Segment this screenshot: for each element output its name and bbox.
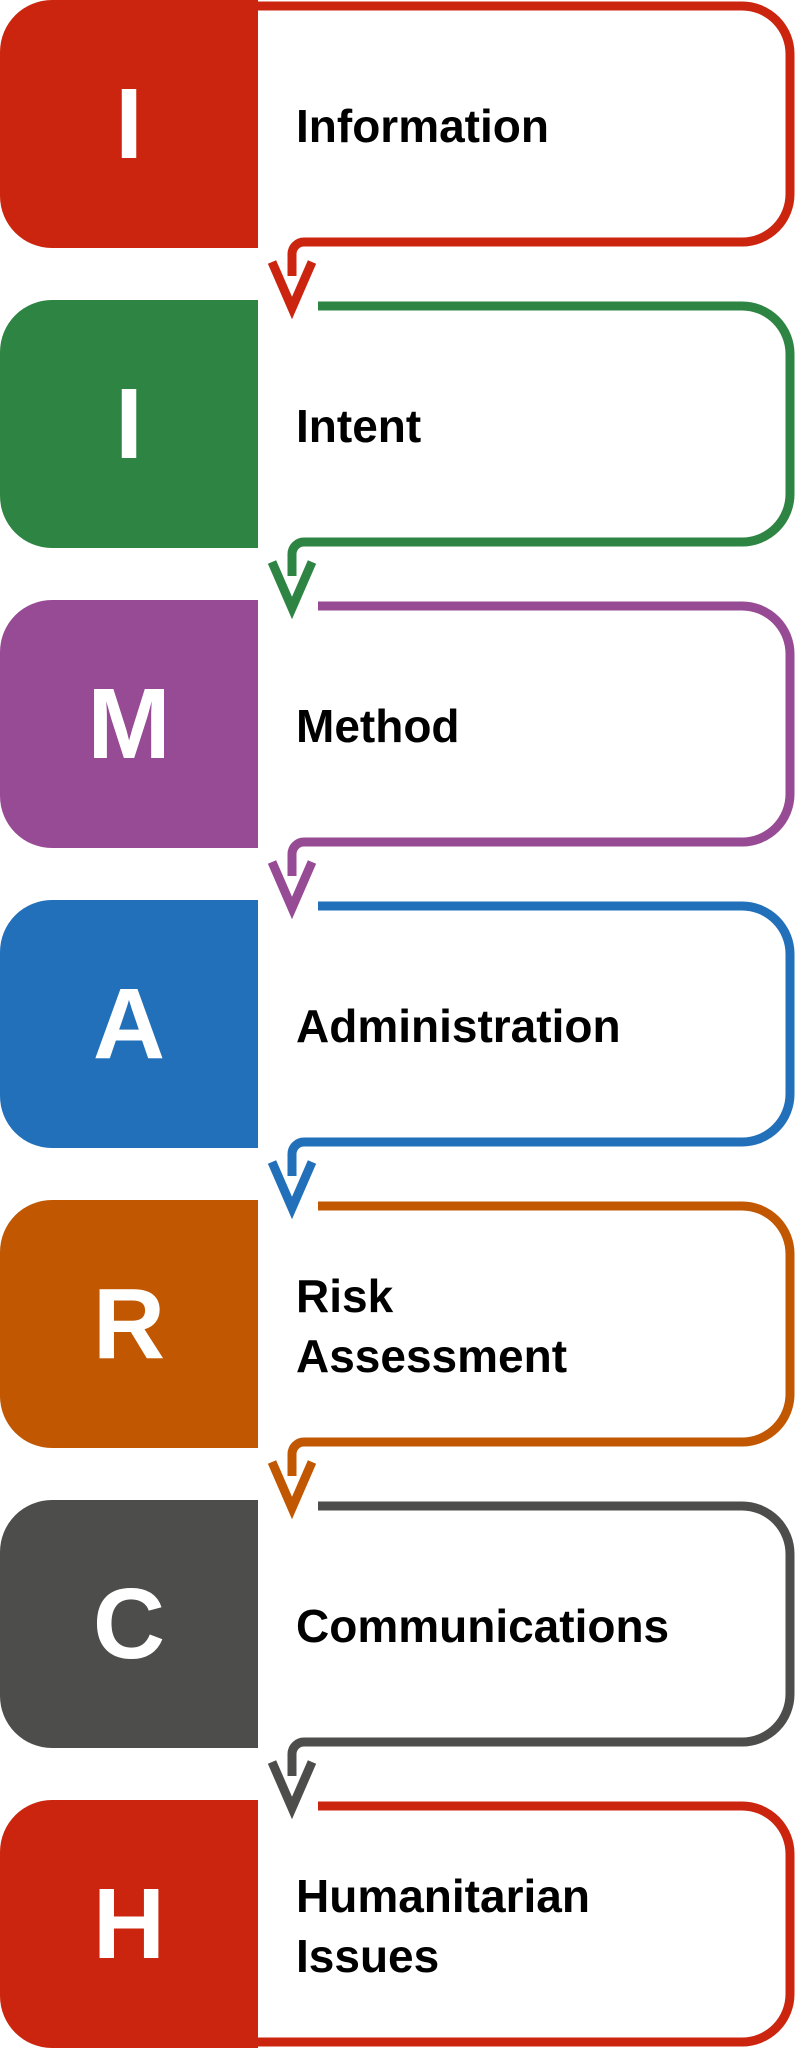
step-label-line: Information: [296, 100, 549, 152]
step-outline: [287, 301, 795, 576]
letter-box: [0, 1200, 258, 1448]
step-letter: H: [93, 1868, 165, 1980]
step-label-line: Humanitarian: [296, 1870, 590, 1922]
letter-box: [0, 900, 258, 1148]
step-2: I Intent: [0, 300, 795, 620]
letter-box: [0, 600, 258, 848]
step-letter: M: [87, 668, 170, 780]
step-letter: C: [93, 1568, 165, 1680]
step-label-line: Assessment: [296, 1330, 567, 1382]
down-arrow-icon: [267, 260, 317, 320]
step-letter: A: [93, 968, 165, 1080]
letter-box: [0, 0, 258, 248]
down-arrow-icon: [267, 860, 317, 920]
step-letter: R: [93, 1268, 165, 1380]
step-letter: I: [115, 368, 143, 480]
step-label-line: Method: [296, 700, 460, 752]
step-4: A Administration: [0, 900, 795, 1220]
letter-box: [0, 1500, 258, 1748]
down-arrow-icon: [267, 1460, 317, 1520]
step-outline: [258, 1801, 795, 2047]
step-outline: [258, 1, 795, 276]
step-outline: [287, 1501, 795, 1776]
letter-box: [0, 300, 258, 548]
step-3: M Method: [0, 600, 795, 920]
step-label-line: Administration: [296, 1000, 621, 1052]
down-arrow-icon: [267, 560, 317, 620]
step-label-line: Risk: [296, 1270, 394, 1322]
letter-box: [0, 1800, 258, 2048]
step-letter: I: [115, 68, 143, 180]
step-1: I Information: [0, 0, 795, 320]
step-outline: [287, 601, 795, 876]
step-label-line: Intent: [296, 400, 421, 452]
step-label-line: Issues: [296, 1930, 439, 1982]
step-outline: [287, 1201, 795, 1476]
step-outline: [287, 901, 795, 1176]
step-label-line: Communications: [296, 1600, 669, 1652]
step-6: C Communications: [0, 1500, 795, 1820]
down-arrow-icon: [267, 1760, 317, 1820]
down-arrow-icon: [267, 1160, 317, 1220]
